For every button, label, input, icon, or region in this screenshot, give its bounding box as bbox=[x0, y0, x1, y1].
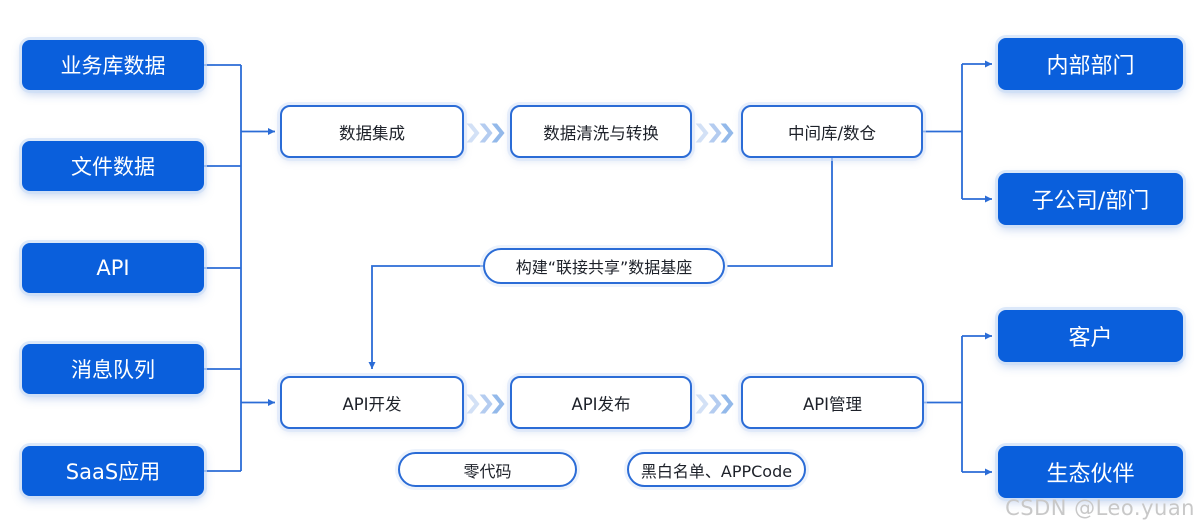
consumer-node-internal-dept: 内部部门 bbox=[998, 38, 1183, 90]
chevron-glyph: ❯ bbox=[488, 120, 509, 143]
source-node-api: API bbox=[22, 243, 204, 293]
chevron-glyph: ❯ bbox=[717, 120, 738, 143]
flow-chevron-icon: ❯❯❯ bbox=[462, 117, 510, 147]
foundation-pill: 构建“联接共享”数据基座 bbox=[483, 248, 725, 284]
flow-node-api-publish: API发布 bbox=[510, 376, 692, 429]
flow-node-data-cleaning: 数据清洗与转换 bbox=[510, 105, 692, 158]
connector-arrow bbox=[368, 265, 483, 369]
csdn-watermark: CSDN @Leo.yuan bbox=[1005, 496, 1195, 520]
chevron-glyph: ❯ bbox=[488, 391, 509, 414]
chevron-glyph: ❯ bbox=[717, 391, 738, 414]
tag-pill-blacklist-appcode: 黑白名单、APPCode bbox=[627, 452, 806, 487]
connector-lines bbox=[203, 60, 992, 476]
flow-chevron-icon: ❯❯❯ bbox=[691, 388, 739, 418]
flow-chevron-icon: ❯❯❯ bbox=[462, 388, 510, 418]
source-node-file-data: 文件数据 bbox=[22, 141, 204, 191]
consumer-node-subsidiary: 子公司/部门 bbox=[998, 173, 1183, 225]
consumer-node-eco-partner: 生态伙伴 bbox=[998, 446, 1183, 498]
chevron-glyph: ❯ bbox=[691, 120, 712, 143]
flow-node-api-develop: API开发 bbox=[280, 376, 464, 429]
chevron-glyph: ❯ bbox=[691, 391, 712, 414]
source-node-saas-app: SaaS应用 bbox=[22, 446, 204, 496]
chevron-glyph: ❯ bbox=[704, 120, 725, 143]
chevron-glyph: ❯ bbox=[462, 391, 483, 414]
flow-chevron-icon: ❯❯❯ bbox=[691, 117, 739, 147]
chevron-glyph: ❯ bbox=[475, 120, 496, 143]
tag-pill-zero-code: 零代码 bbox=[398, 452, 577, 487]
connector-line bbox=[727, 158, 833, 267]
chevron-glyph: ❯ bbox=[704, 391, 725, 414]
flow-node-api-manage: API管理 bbox=[741, 376, 924, 429]
source-node-message-queue: 消息队列 bbox=[22, 344, 204, 394]
chevron-glyph: ❯ bbox=[462, 120, 483, 143]
source-node-business-db: 业务库数据 bbox=[22, 40, 204, 90]
flow-node-data-integration: 数据集成 bbox=[280, 105, 464, 158]
flow-node-middle-warehouse: 中间库/数仓 bbox=[741, 105, 923, 158]
consumer-node-customer: 客户 bbox=[998, 310, 1183, 362]
chevron-glyph: ❯ bbox=[475, 391, 496, 414]
